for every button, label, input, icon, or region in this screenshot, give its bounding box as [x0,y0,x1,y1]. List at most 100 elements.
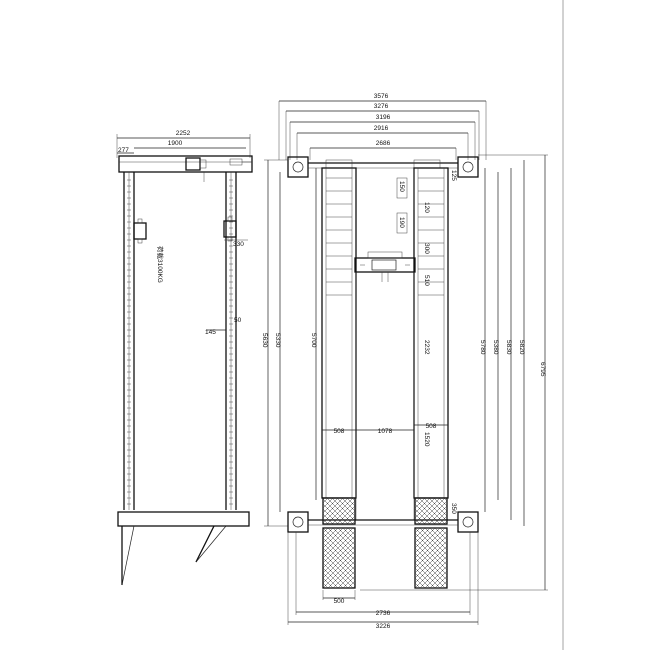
dim-300: 300 [423,243,430,254]
hatch-line [429,570,448,589]
dim-50: 50 [234,317,242,324]
dim-508-right: 508 [426,423,437,430]
hatch-line [424,565,448,589]
dim-125: 125 [450,170,457,181]
hatch-line [322,555,356,589]
dim-5830: 5830 [505,340,512,355]
hatch-line [414,555,448,589]
hatch-line [414,537,448,571]
hatch-line [443,497,448,502]
hatch-line [322,497,329,504]
hatch-line [414,497,421,504]
hatch-line [414,497,436,519]
hatch-line [414,508,431,525]
hatch-line [414,540,448,574]
hatch-line [322,503,344,525]
dim-5700: 5700 [310,333,317,348]
base-plate [117,511,250,527]
dim-1900: 1900 [168,140,183,147]
hatch-line [322,497,349,524]
top-beam [118,155,253,173]
dim-5780: 5780 [479,340,486,355]
dim-3226: 3226 [376,623,391,630]
post-top-right [457,156,479,178]
dim-508-left: 508 [334,428,345,435]
hatch-line [444,527,448,531]
dim-3276: 3276 [374,103,389,110]
hatch-line [434,575,448,589]
hatch-line [429,527,448,546]
hatch-line [322,542,356,576]
dim-2232: 2232 [423,340,430,355]
hatch-line [336,497,356,517]
hatch-line [434,527,448,541]
dim-277: 277 [118,147,129,154]
hatch-line [424,527,448,551]
hatch-line [433,497,448,512]
hatch-line [444,585,448,589]
hatch-line [336,505,356,525]
dim-3576: 3576 [374,93,389,100]
hatch-line [322,540,356,574]
hatch-line [414,547,448,581]
side-view: 2252 1900 277 330 荷载3100KG [116,130,253,586]
hatch-line [414,513,426,525]
hatch-line [322,550,356,584]
dim-330: 330 [233,241,244,248]
hatch-line [322,552,356,586]
hatch-line [341,497,356,512]
hatch-line [352,527,356,531]
hatch-line [414,497,441,524]
hatch-line [351,520,356,525]
dim-5380: 5380 [492,340,499,355]
hatch-line [322,547,356,581]
hatch-line [439,580,448,589]
hatch-line [322,527,356,561]
control-box [185,157,201,171]
hatch-line [352,585,356,589]
hatch-line [419,560,448,589]
hatch-line [414,527,448,561]
dim-2916: 2916 [374,125,389,132]
hatch-line [322,532,356,566]
hatch-line [322,497,339,514]
dim-1520: 1520 [423,432,430,447]
hatch-line [342,527,356,541]
hatch-line [322,508,339,525]
hatch-line [438,497,448,507]
right-ramp [195,525,215,563]
hatch-line [443,520,448,525]
capacity-label: 荷载3100KG [156,246,165,283]
left-carriage [133,222,147,240]
hatch-line [433,510,448,525]
hatch-line [419,527,448,556]
dim-1078: 1078 [378,428,393,435]
dim-150: 150 [398,181,405,192]
hatch-line [414,532,448,566]
dim-190: 190 [398,217,405,228]
hatch-line [346,497,356,507]
hatch-line [414,550,448,584]
dim-2736: 2736 [376,610,391,617]
runway-right [413,167,449,499]
dim-120: 120 [423,202,430,213]
hatch-line [414,535,448,569]
hatch-line [428,497,448,517]
hatch-line [327,527,356,556]
post-bottom-left [287,511,309,533]
post-top-left [287,156,309,178]
hatch-line [414,552,448,586]
hatch-line [322,537,356,571]
hatch-line [332,527,356,551]
hatch-line [414,542,448,576]
post-bottom-right [457,511,479,533]
hatch-line [322,513,334,525]
hatch-line [342,575,356,589]
hatch-line [337,527,356,546]
hatch-line [341,510,356,525]
dim-500: 500 [334,598,345,605]
hatch-line [414,497,426,509]
dim-350: 350 [450,503,457,514]
